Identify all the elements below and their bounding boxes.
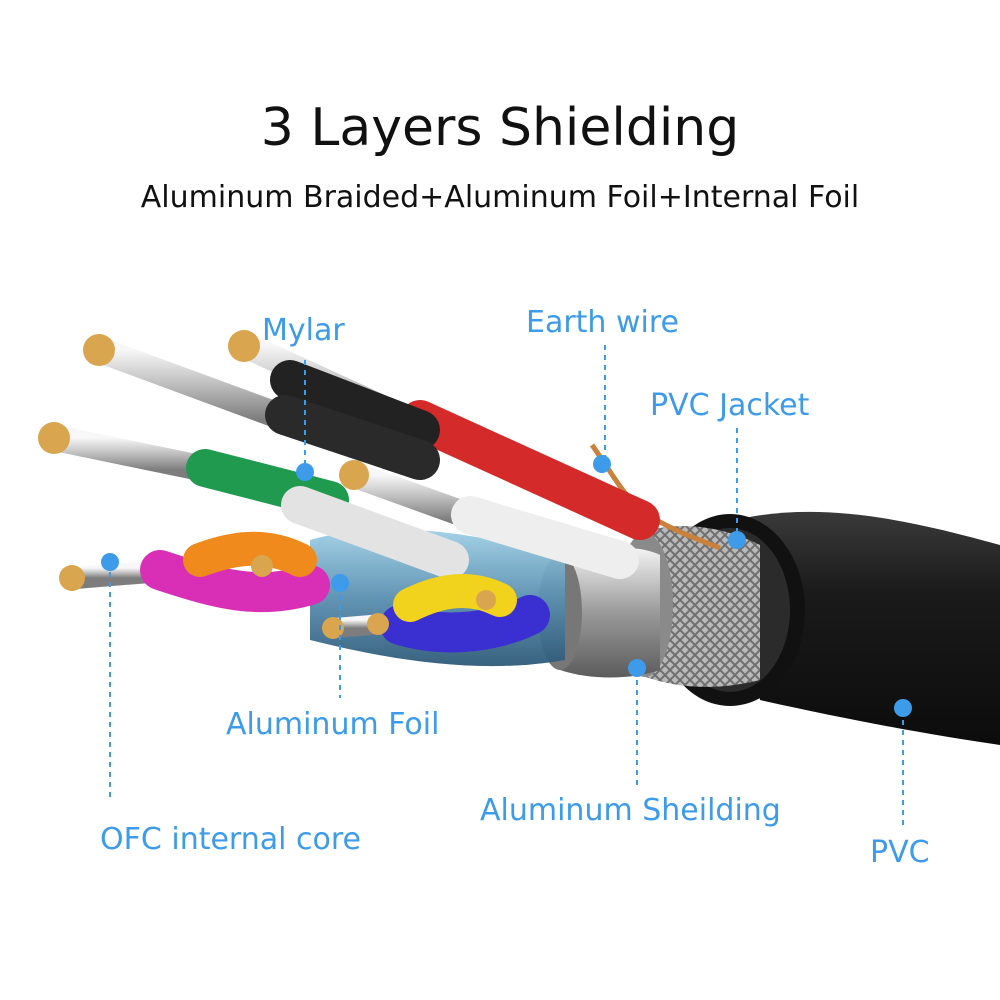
conductor-black [83, 334, 440, 480]
label-ofc-internal-core: OFC internal core [100, 822, 361, 857]
label-mylar: Mylar [262, 313, 345, 348]
label-aluminum-foil: Aluminum Foil [226, 707, 440, 742]
aluminum-shielding [560, 547, 660, 678]
pvc-jacket [735, 511, 1000, 745]
label-aluminum-sheilding: Aluminum Sheilding [480, 793, 781, 828]
aluminum-braid [640, 525, 760, 687]
label-earth-wire: Earth wire [526, 305, 679, 340]
conductor-red [228, 330, 660, 540]
diagram-title: 3 Layers Shielding [260, 98, 740, 158]
label-pvc-jacket: PVC Jacket [650, 388, 810, 423]
conductor-white [281, 460, 639, 579]
diagram-subtitle: Aluminum Braided+Aluminum Foil+Internal … [140, 180, 860, 215]
conductor-yellow-blue [322, 573, 550, 653]
label-pvc: PVC [870, 835, 930, 870]
conductor-magenta-orange [59, 531, 330, 613]
callout-leaders [109, 345, 904, 825]
callout-dots [101, 455, 912, 717]
